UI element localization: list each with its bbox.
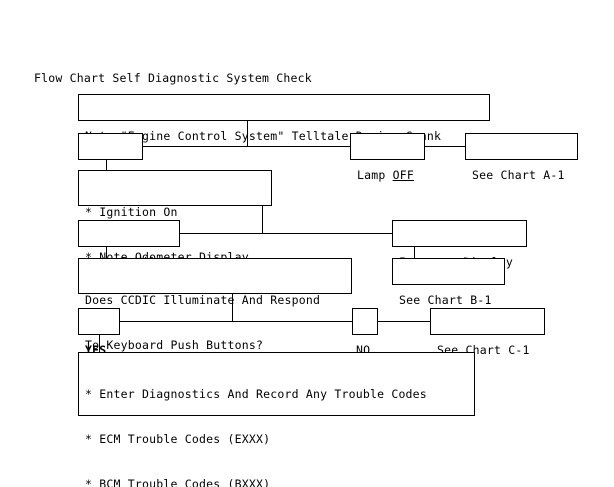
node-ccdic-question-line2: To Keyboard Push Buttons? bbox=[85, 338, 264, 352]
node-see-chart-a1[interactable]: See Chart A-1 bbox=[465, 133, 578, 182]
node-lamp-on[interactable]: Lamp ON bbox=[78, 133, 143, 182]
connector-ignition-to-miles-bus bbox=[262, 205, 263, 233]
connector-lamp-bus bbox=[143, 146, 350, 147]
connector-miles-to-ccdic bbox=[106, 246, 107, 258]
node-lamp-off[interactable]: Lamp OFF bbox=[350, 133, 425, 182]
node-trouble-codes-line2: * ECM Trouble Codes (EXXX) bbox=[85, 432, 271, 446]
node-yes[interactable]: YES bbox=[78, 308, 120, 357]
node-trouble-codes-line1: * Enter Diagnostics And Record Any Troub… bbox=[85, 387, 427, 401]
connector-ccdic-to-yesno-bus bbox=[232, 293, 233, 321]
node-improper-display[interactable]: Improper Display bbox=[392, 220, 527, 269]
node-see-chart-b1[interactable]: See Chart B-1 bbox=[392, 258, 505, 307]
node-ccdic-question[interactable]: Does CCDIC Illuminate And Respond To Key… bbox=[78, 258, 352, 352]
page-title: Flow Chart Self Diagnostic System Check bbox=[34, 71, 312, 85]
node-ccdic-question-line1: Does CCDIC Illuminate And Respond bbox=[85, 293, 321, 307]
node-lamp-off-state: OFF bbox=[392, 168, 414, 182]
node-see-chart-a1-text: See Chart A-1 bbox=[472, 168, 565, 182]
connector-lampoff-to-charta1 bbox=[425, 146, 465, 147]
node-see-chart-b1-text: See Chart B-1 bbox=[399, 293, 492, 307]
connector-yes-to-trouble-codes bbox=[99, 335, 100, 352]
node-ignition-line1: * Ignition On bbox=[85, 205, 178, 219]
node-trouble-codes[interactable]: * Enter Diagnostics And Record Any Troub… bbox=[78, 352, 475, 487]
connector-lampon-to-ignition bbox=[106, 159, 107, 170]
connector-yesno-bus bbox=[120, 321, 352, 322]
node-lamp-off-label: Lamp bbox=[357, 168, 393, 182]
connector-no-to-chartc1 bbox=[378, 321, 430, 322]
node-see-chart-c1[interactable]: See Chart C-1 bbox=[430, 308, 545, 357]
node-trouble-codes-line3: * BCM Trouble Codes (BXXX) bbox=[85, 477, 271, 487]
node-ignition[interactable]: * Ignition On * Note Odometer Display bbox=[78, 170, 272, 264]
node-note-telltale[interactable]: Note "Engine Control System" Telltale Du… bbox=[78, 94, 490, 143]
node-actual-miles[interactable]: Actual Miles bbox=[78, 220, 180, 269]
connector-note-to-lamp-bus bbox=[247, 120, 248, 146]
node-no[interactable]: NO bbox=[352, 308, 378, 357]
connector-miles-bus bbox=[180, 233, 392, 234]
connector-improper-to-chartb1 bbox=[414, 246, 415, 258]
